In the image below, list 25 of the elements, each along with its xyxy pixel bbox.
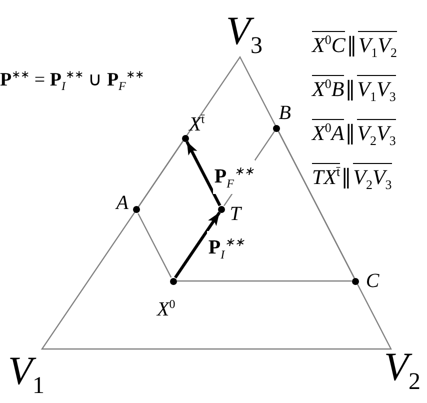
arrow: [174, 212, 221, 279]
connector-line: [138, 141, 184, 207]
vertex-label: V$_{1}$: [8, 350, 44, 401]
point-label: T: [230, 203, 241, 226]
connector-line: [278, 131, 355, 278]
parallel-relation: X$^{0}$B∥V$_{1}$V$_{3}$: [312, 74, 396, 106]
arrow: [186, 140, 222, 206]
connector-line: [177, 280, 352, 282]
parallel-relation: TX$^{t̄}$∥V$_{2}$V$_{3}$: [312, 162, 392, 194]
point-dot: [218, 206, 226, 213]
parallel-relation: X$^{0}$C∥V$_{1}$V$_{2}$: [312, 30, 397, 62]
point-label: X$^{0}$: [157, 296, 176, 321]
point-dot: [182, 134, 189, 142]
point-label: X$^{t̄}$: [189, 111, 205, 136]
point-dot: [273, 124, 280, 132]
point-dot: [170, 278, 176, 284]
vertex-label: V$_{3}$: [226, 10, 262, 61]
point-label: C: [366, 270, 380, 292]
parallel-relation: X$^{0}$A∥V$_{2}$V$_{3}$: [312, 118, 396, 150]
point-dot: [132, 206, 140, 214]
point-label: B: [278, 102, 291, 124]
vertex-label: V$_{2}$: [384, 346, 420, 397]
connector-line: [138, 213, 172, 278]
point-label: A: [116, 192, 128, 214]
point-dot: [352, 278, 360, 284]
